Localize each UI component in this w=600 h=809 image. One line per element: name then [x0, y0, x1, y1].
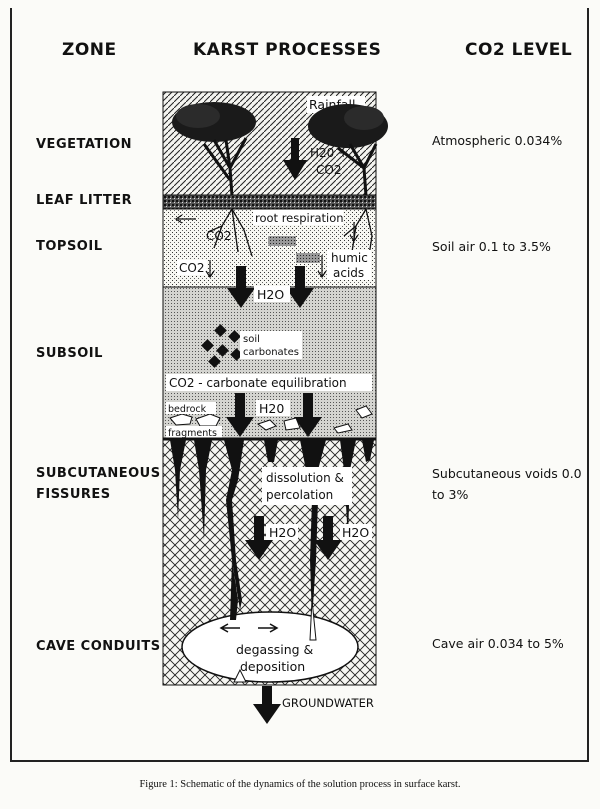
patch-right [296, 253, 320, 263]
zone-topsoil-label: TOPSOIL [36, 239, 103, 254]
stalactite-right [309, 599, 317, 641]
rainfall-arrow-icon [283, 138, 307, 180]
patch-left [268, 236, 296, 246]
stalactite-left [230, 560, 238, 620]
cave-floor-deposit [233, 668, 247, 683]
dissolution-line1: dissolution & [266, 471, 344, 485]
bedrock-line2: fragments [168, 428, 217, 439]
co2-topsoil-b-label: CO2 [179, 261, 204, 275]
root-respiration-label: root respiration [255, 211, 344, 225]
subsoil-layer [162, 286, 377, 440]
zone-vegetation-label: VEGETATION [36, 137, 133, 152]
degassing-line2: deposition [240, 659, 305, 674]
co2-topsoil-b-box [177, 260, 207, 275]
h2o-subsoil-box [254, 286, 290, 302]
degassing-left-arrow-icon [219, 623, 240, 633]
bedrock-line1: bedrock [168, 404, 207, 415]
water-down-arrow-right-icon [286, 266, 314, 308]
h2o-fissure-right-label: H2O [342, 525, 369, 540]
humic-down-small-arrow-icon [317, 255, 327, 279]
soil-line2: carbonates [243, 347, 299, 358]
equilibration-label: CO2 - carbonate equilibration [169, 376, 347, 390]
figure-caption: Figure 1: Schematic of the dynamics of t… [139, 779, 461, 790]
h2o-co2-line1: H20 + [310, 146, 348, 160]
root-right-down-arrow-icon [349, 222, 359, 243]
humic-line1: humic [331, 251, 368, 265]
water-down-arrow-lower-right-icon [294, 393, 322, 437]
co2-subcutaneous-value: Subcutaneous voids 0.0 to 3% [432, 466, 582, 502]
degassing-line1: degassing & [236, 642, 314, 657]
water-down-arrow-lower-left-icon [226, 393, 254, 437]
dissolution-box [262, 467, 352, 505]
h2o-fissure-left-label: H2O [269, 525, 296, 540]
co2-header: CO2 LEVEL [465, 40, 573, 60]
co2-cave-value: Cave air 0.034 to 5% [432, 636, 564, 651]
zone-cave-conduits-label: CAVE CONDUITS [36, 639, 161, 654]
co2-down-small-arrow-icon [205, 260, 215, 279]
root-respiration-box [253, 210, 343, 225]
humic-line2: acids [333, 266, 364, 280]
zone-header: ZONE [62, 40, 117, 60]
bedrock-fragments-icon [169, 405, 373, 434]
zone-subcutaneous-label: SUBCUTANEOUS FISSURES [36, 466, 161, 502]
h2o-co2-line2: CO2 [316, 163, 341, 177]
soil-carbonates-box [240, 331, 302, 359]
groundwater-arrow-icon [253, 686, 281, 724]
figure-frame [10, 8, 589, 762]
left-tree-icon [172, 102, 256, 197]
zone-subsoil-label: SUBSOIL [36, 346, 103, 361]
fissure-down-arrow-right-icon [314, 516, 342, 560]
dissolution-line2: percolation [266, 488, 333, 502]
h2o-lower-box [256, 400, 290, 416]
h2o-fissure-right-box [340, 524, 372, 540]
fissure-down-arrow-left-icon [245, 516, 273, 560]
humic-acids-box [327, 250, 371, 280]
degassing-right-arrow-icon [258, 623, 279, 633]
co2-topsoil-value: Soil air 0.1 to 3.5% [432, 239, 551, 254]
zone-leaf-litter-label: LEAF LITTER [36, 193, 133, 208]
h2o-fissure-left-box [266, 524, 298, 540]
co2-vegetation-value: Atmospheric 0.034% [432, 133, 563, 148]
h2o-lower-subsoil-label: H20 [259, 401, 284, 416]
fragments-label-box [166, 426, 222, 438]
bedrock-label-box [166, 402, 216, 414]
leaf-litter-layer [162, 194, 377, 210]
right-tree-icon [308, 104, 388, 197]
co2-left-small-arrow-icon [174, 214, 196, 224]
h2o-subsoil-label: H2O [257, 287, 284, 302]
groundwater-label: GROUNDWATER [282, 696, 374, 710]
water-down-arrow-left-icon [227, 266, 255, 308]
carbonate-diamonds-icon [201, 324, 243, 368]
soil-line1: soil [243, 334, 260, 345]
equilibration-box [166, 374, 372, 391]
co2-topsoil-a-label: CO2 [206, 229, 231, 243]
processes-header: KARST PROCESSES [193, 40, 382, 60]
